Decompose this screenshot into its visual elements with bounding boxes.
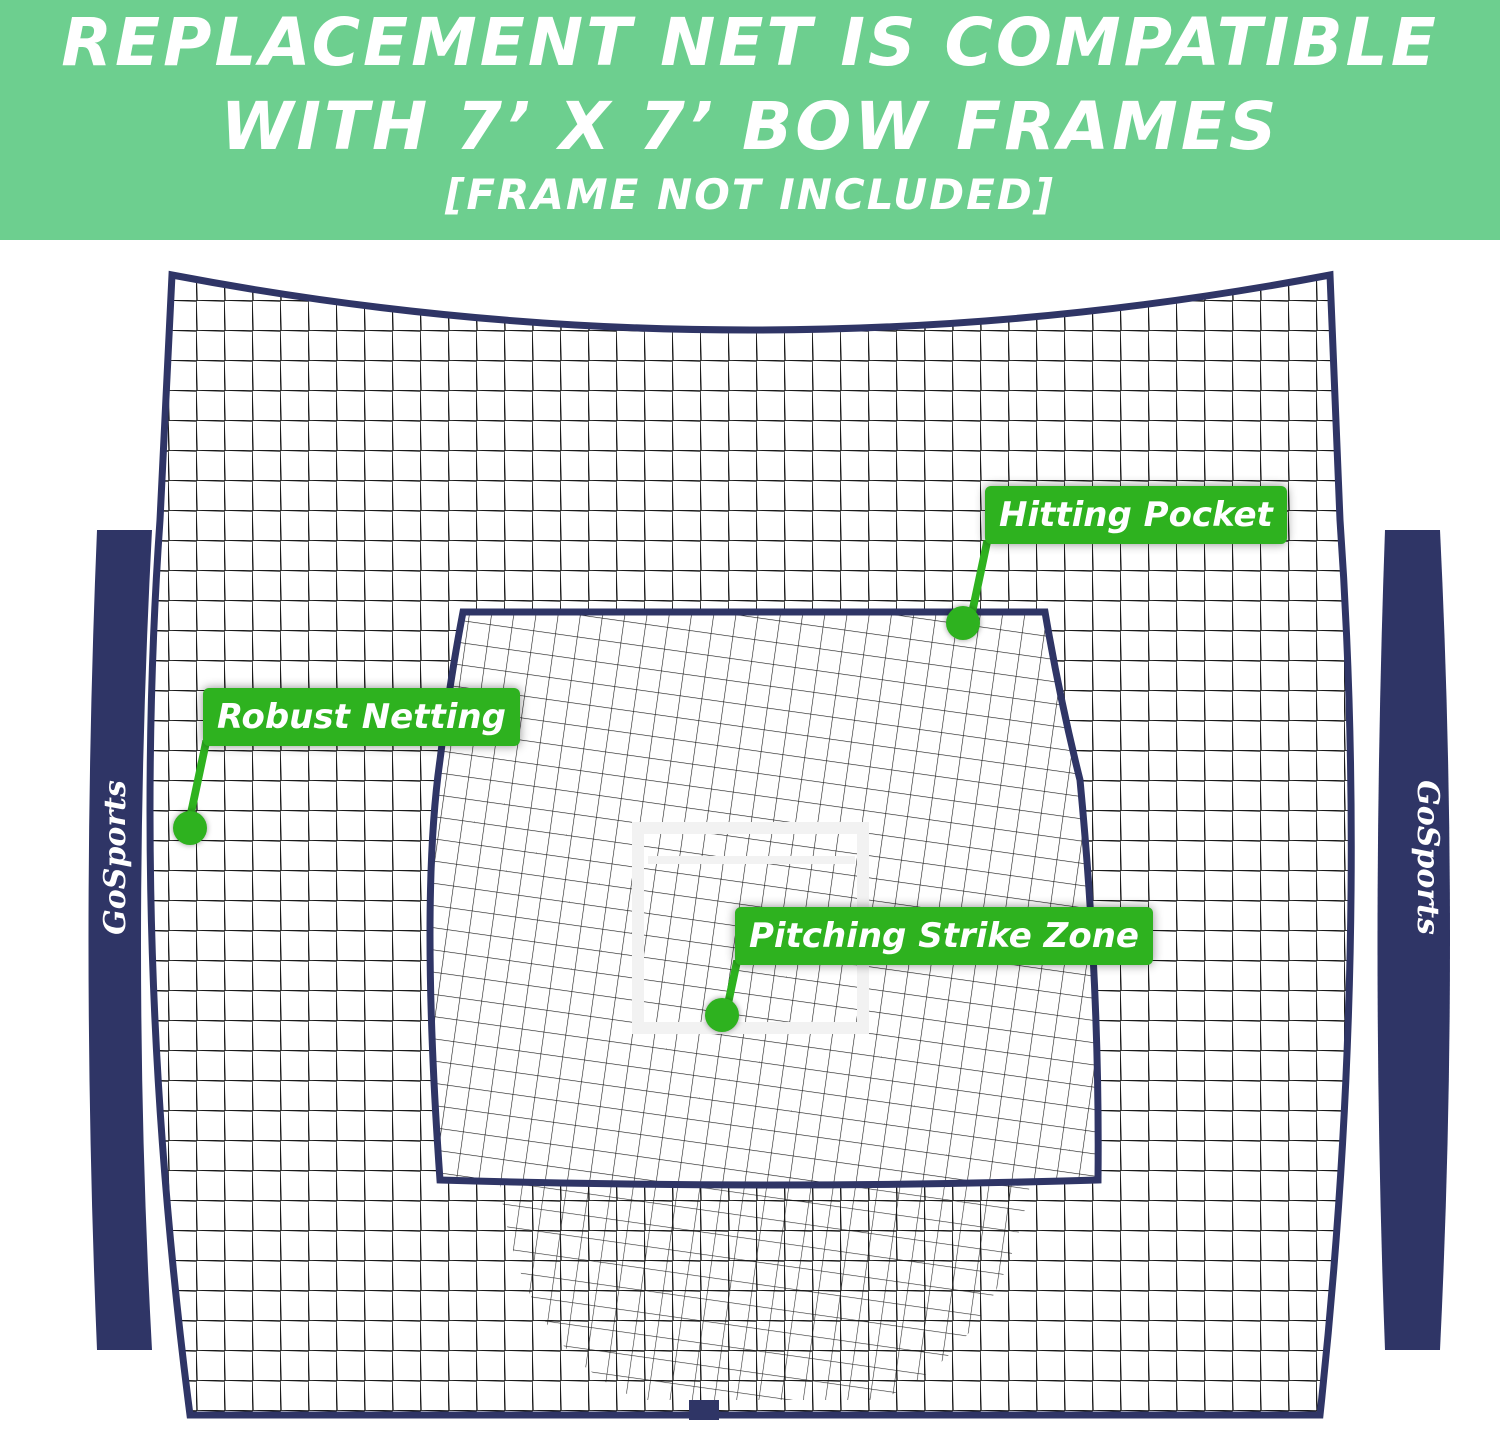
callout-dot [946, 606, 980, 640]
headline-note: [FRAME NOT INCLUDED] [445, 170, 1055, 219]
net-frame-border [146, 270, 1355, 1419]
replacement-net-image [88, 270, 1450, 1420]
left-sleeve [88, 530, 152, 1350]
header-banner: REPLACEMENT NET IS COMPATIBLE WITH 7’ X … [0, 0, 1500, 240]
callout-dot [705, 998, 739, 1032]
callout-robust-netting: Robust Netting [203, 688, 520, 746]
callout-hitting-pocket: Hitting Pocket [985, 486, 1287, 544]
callout-dot [173, 811, 207, 845]
headline-line-2: WITH 7’ X 7’ BOW FRAMES [220, 88, 1280, 165]
gosports-logo-left: GoSports [97, 780, 133, 935]
headline-line-1: REPLACEMENT NET IS COMPATIBLE [61, 4, 1439, 81]
right-sleeve [1377, 530, 1450, 1350]
callout-strike-zone: Pitching Strike Zone [735, 907, 1153, 965]
gosports-logo-right: GoSports [1409, 780, 1445, 935]
